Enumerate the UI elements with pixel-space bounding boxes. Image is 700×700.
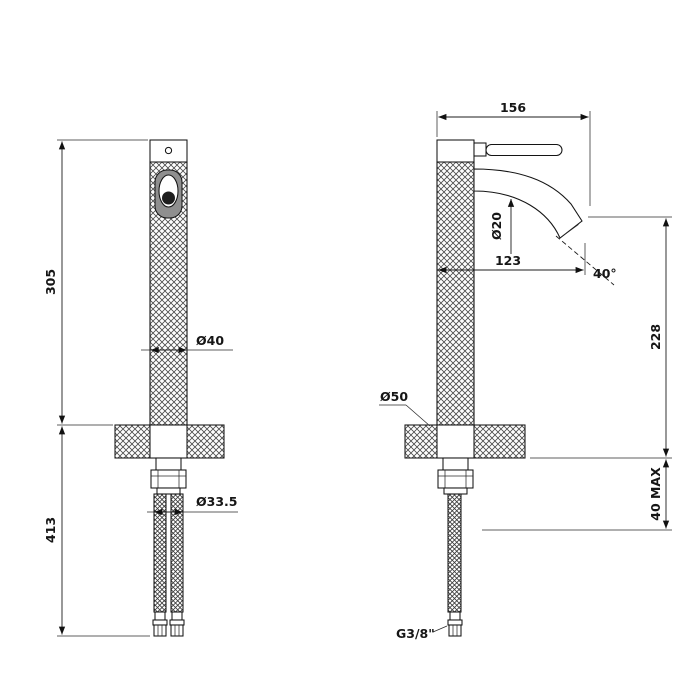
- dim-side-overall-depth: 156: [436, 100, 591, 206]
- side-spout: [473, 168, 583, 239]
- dim-label-413: 413: [43, 517, 58, 543]
- dim-side-max-deck-thickness: 40 MAX: [482, 459, 672, 531]
- side-faucet-body: [436, 139, 475, 426]
- dim-label-40-max: 40 MAX: [648, 467, 663, 521]
- hose-left-fitting: [152, 611, 168, 637]
- side-hose-fitting: [447, 611, 463, 637]
- dim-label-305: 305: [43, 269, 58, 295]
- dim-front-body-diameter: Ø40: [141, 333, 233, 354]
- dim-label-spout-diameter: Ø20: [489, 212, 504, 240]
- front-mounting-hardware: [150, 457, 187, 495]
- dim-side-spout-angle: 40°: [555, 235, 617, 286]
- front-aerator: [162, 191, 175, 205]
- front-base-escutcheon: [114, 424, 225, 459]
- side-supply-hose: [447, 493, 463, 637]
- side-view: 156 Ø20 123 40° 228 40 MAX: [379, 100, 672, 641]
- dim-label-hose-diameter: Ø33.5: [196, 494, 237, 509]
- side-handle-lever: [473, 142, 563, 157]
- dim-side-spout-diameter: Ø20: [489, 198, 515, 254]
- dim-front-height-upper: 305: [43, 139, 148, 426]
- spout-angle-reference-line: [555, 235, 615, 286]
- front-supply-hoses: [152, 493, 185, 637]
- side-mounting-hardware: [437, 457, 474, 495]
- front-view: 305 413 Ø40 Ø33.5: [43, 139, 238, 637]
- side-hose: [447, 493, 462, 613]
- front-cap-detail: [164, 146, 173, 155]
- side-mounting-nut: [437, 469, 474, 489]
- front-mounting-nut: [150, 469, 187, 489]
- dim-label-body-diameter: Ø40: [196, 333, 224, 348]
- side-tailpiece: [442, 457, 469, 471]
- dim-side-outlet-height: 228: [530, 216, 672, 459]
- dim-side-thread: G3/8": [396, 625, 448, 641]
- hose-right-fitting: [169, 611, 185, 637]
- dim-label-156: 156: [500, 100, 526, 115]
- dim-label-40deg: 40°: [593, 266, 617, 281]
- side-base-escutcheon: [404, 424, 526, 459]
- dim-side-spout-reach: 123: [438, 243, 586, 275]
- dim-label-thread: G3/8": [396, 626, 435, 641]
- front-faucet-body: [149, 139, 188, 426]
- side-body-knurled-surface: [436, 161, 475, 426]
- spout-outlet-face: [563, 224, 579, 236]
- dim-label-base-diameter: Ø50: [380, 389, 408, 404]
- dim-label-228: 228: [648, 324, 663, 350]
- front-tailpiece: [155, 457, 182, 471]
- dim-front-hose-diameter: Ø33.5: [147, 494, 238, 516]
- dim-side-base-diameter: Ø50: [379, 389, 431, 427]
- dim-label-123: 123: [495, 253, 521, 268]
- dim-front-height-lower: 413: [43, 426, 150, 637]
